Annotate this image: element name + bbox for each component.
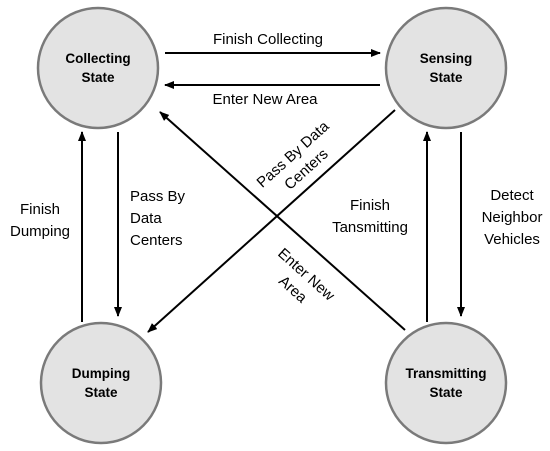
label-detect-neighbor-vehicles-line-2: Neighbor	[482, 209, 543, 226]
state-dumping-label-line-1: Dumping	[72, 366, 131, 381]
state-transmitting-label-line-2: State	[429, 385, 463, 400]
edges	[78, 49, 465, 333]
edge-labels: Finish Collecting Enter New Area Pass By…	[10, 31, 543, 319]
label-pass-by-data-centers-left-line-2: Data	[130, 210, 162, 227]
label-pass-by-data-centers-diagonal: Pass By DataCenters	[254, 117, 347, 206]
edge-transmitting-to-collecting	[159, 111, 406, 331]
state-sensing-circle	[384, 6, 508, 130]
state-collecting-circle	[36, 6, 160, 130]
label-finish-transmitting-line-2: Tansmitting	[332, 219, 408, 236]
edge-sensing-to-dumping	[147, 109, 396, 333]
label-finish-transmitting-line-1: Finish	[350, 197, 390, 214]
label-detect-neighbor-vehicles-line-1: Detect	[490, 187, 534, 204]
label-enter-new-area-top: Enter New Area	[212, 91, 318, 108]
label-finish-dumping-line-1: Finish	[20, 201, 60, 218]
state-transmitting-label-line-1: Transmitting	[405, 366, 486, 381]
label-detect-neighbor-vehicles-line-3: Vehicles	[484, 231, 540, 248]
state-dumping-circle	[39, 321, 163, 445]
label-finish-collecting-line-1: Finish Collecting	[213, 31, 323, 48]
state-sensing-label-line-2: State	[429, 70, 463, 85]
state-dumping-label-line-2: State	[84, 385, 118, 400]
state-collecting-label-line-2: State	[81, 70, 115, 85]
state-transmitting-circle	[384, 321, 508, 445]
label-pass-by-data-centers-left-line-1: Pass By	[130, 188, 186, 205]
state-sensing-label-line-1: Sensing	[420, 51, 473, 66]
label-pass-by-data-centers-left-line-3: Centers	[130, 232, 183, 249]
state-collecting-label-line-1: Collecting	[65, 51, 130, 66]
label-finish-collecting: Finish Collecting	[213, 31, 323, 48]
label-finish-dumping-line-2: Dumping	[10, 223, 70, 240]
label-enter-new-area-diagonal: Enter NewArea	[261, 245, 338, 319]
label-enter-new-area-top-line-1: Enter New Area	[212, 91, 318, 108]
